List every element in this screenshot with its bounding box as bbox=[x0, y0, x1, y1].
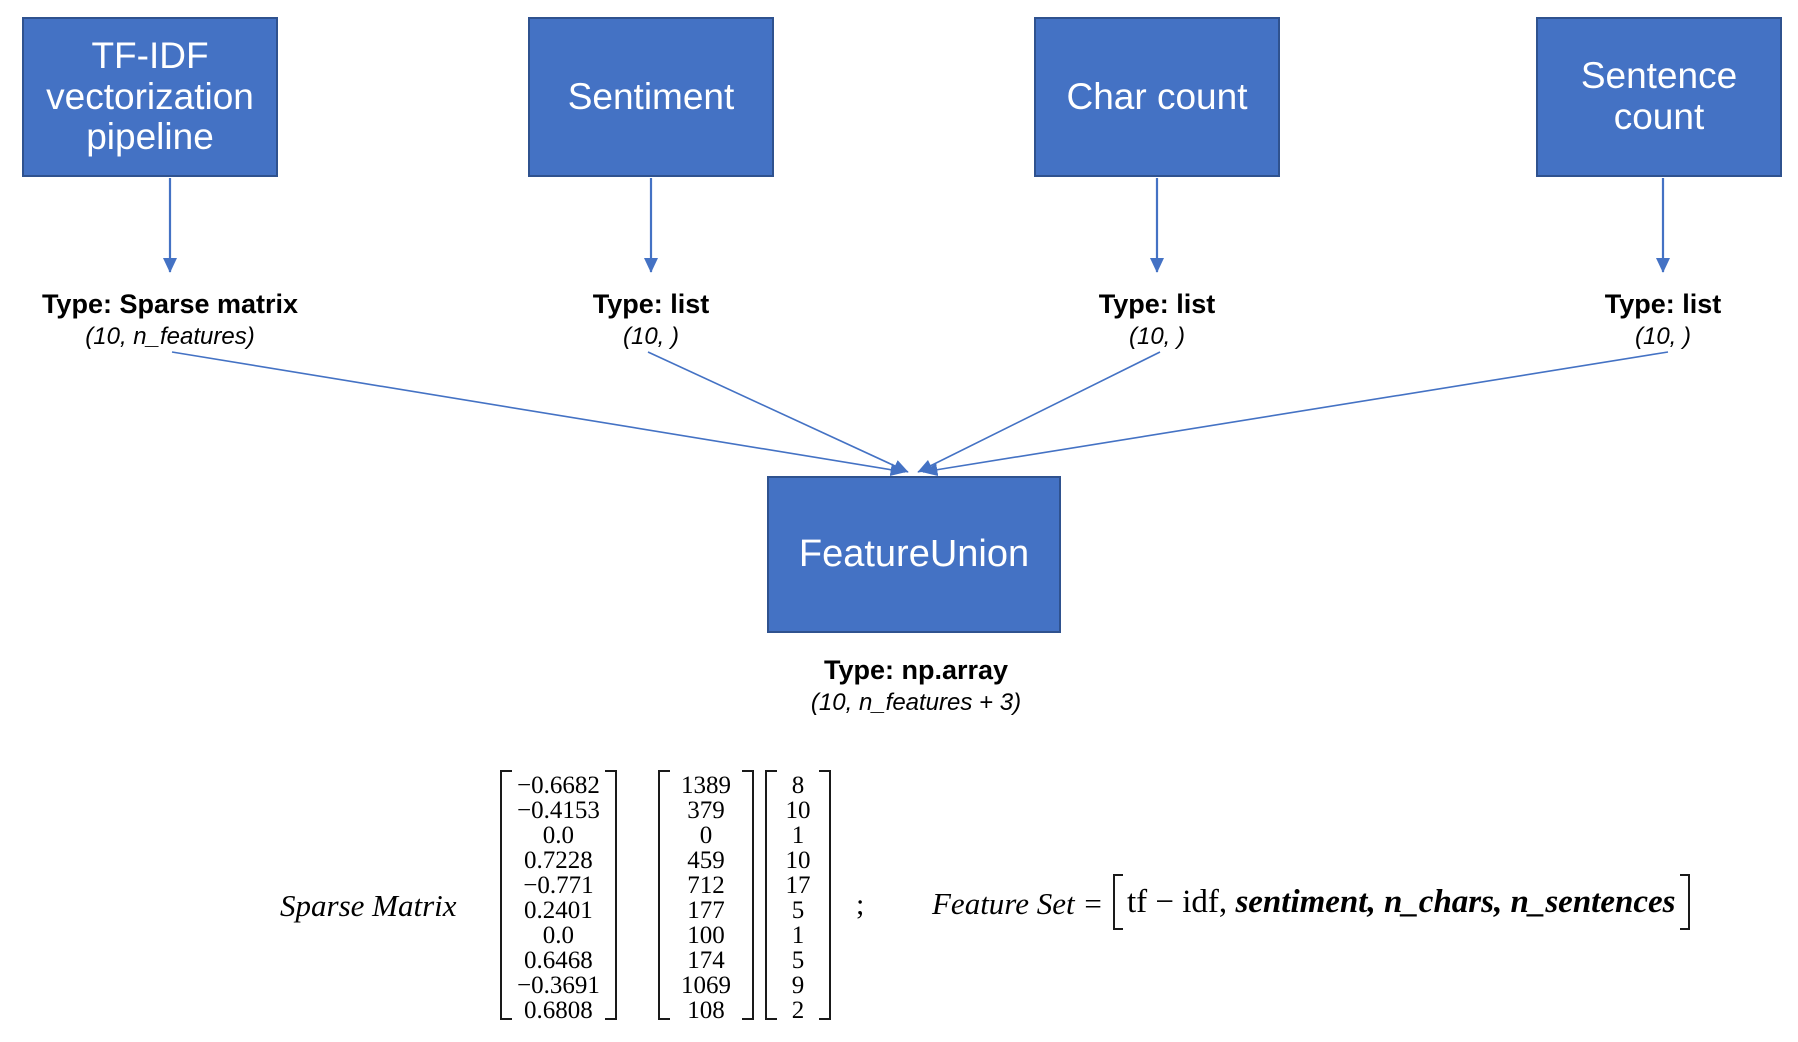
matrix-cell: 0.0 bbox=[542, 922, 575, 949]
matrix-cell: 2 bbox=[791, 997, 805, 1024]
matrix-cell: 174 bbox=[687, 947, 725, 974]
matrix-cell: 1 bbox=[791, 922, 805, 949]
matrix-n-chars-column: 1389 379 0 459 712 177 100 174 1069 108 bbox=[670, 770, 742, 1024]
matrix-cell: 712 bbox=[687, 872, 725, 899]
type-annotation-char-count-shape: (10, ) bbox=[1128, 322, 1185, 350]
matrix-cell: 10 bbox=[785, 847, 811, 874]
matrix-cell: −0.4153 bbox=[517, 797, 600, 824]
matrix-cell: 1389 bbox=[681, 772, 731, 799]
matrix-cell: 379 bbox=[687, 797, 725, 824]
matrix-cell: 8 bbox=[791, 772, 805, 799]
process-box-feature-union-label: FeatureUnion bbox=[798, 532, 1030, 575]
bracket-left-icon bbox=[765, 770, 777, 1020]
type-annotation-sentence-count-shape: (10, ) bbox=[1634, 322, 1691, 350]
type-annotation-feature-union-type: Type: np.array bbox=[823, 655, 1009, 685]
process-box-feature-union[interactable]: FeatureUnion bbox=[767, 476, 1061, 633]
process-box-char-count-label: Char count bbox=[1066, 75, 1248, 117]
feature-terms-rest: sentiment, n_chars, n_sentences bbox=[1227, 883, 1676, 920]
arrow-sentencecount-to-union bbox=[922, 351, 1669, 477]
type-annotation-sentiment-shape: (10, ) bbox=[622, 322, 679, 350]
arrow-charcount-to-union bbox=[917, 351, 1161, 473]
matrix-cell: 459 bbox=[687, 847, 725, 874]
process-box-sentiment[interactable]: Sentiment bbox=[528, 17, 774, 177]
type-annotation-tfidf-type: Type: Sparse matrix bbox=[41, 289, 299, 319]
type-annotation-sentiment-type: Type: list bbox=[592, 289, 710, 319]
arrow-sentiment-to-union bbox=[647, 351, 909, 473]
process-box-sentence-count-label: Sentence count bbox=[1580, 55, 1738, 137]
matrix-n-sentences-column: 8 10 1 10 17 5 1 5 9 2 bbox=[777, 770, 819, 1024]
matrix-cell: 9 bbox=[791, 972, 805, 999]
matrix-n-sentences: 8 10 1 10 17 5 1 5 9 2 bbox=[765, 770, 831, 1024]
matrix-cell: −0.3691 bbox=[517, 972, 600, 999]
process-box-tfidf-label: TF-IDF vectorization pipeline bbox=[46, 34, 254, 158]
matrix-tfidf: −0.6682 −0.4153 0.0 0.7228 −0.771 0.2401… bbox=[500, 770, 617, 1024]
type-annotation-feature-union-shape: (10, n_features + 3) bbox=[810, 688, 1022, 716]
matrix-cell: 0.6808 bbox=[524, 997, 593, 1024]
process-box-tfidf[interactable]: TF-IDF vectorization pipeline bbox=[22, 17, 278, 177]
feature-set-terms: tf − idf, sentiment, n_chars, n_sentence… bbox=[1123, 884, 1680, 921]
matrix-cell: 10 bbox=[785, 797, 811, 824]
matrix-cell: −0.771 bbox=[523, 872, 594, 899]
matrix-cell: 108 bbox=[687, 997, 725, 1024]
matrix-cell: 17 bbox=[785, 872, 811, 899]
matrix-cell: 0.2401 bbox=[524, 897, 593, 924]
process-box-sentence-count[interactable]: Sentence count bbox=[1536, 17, 1782, 177]
bracket-left-icon bbox=[1113, 874, 1123, 930]
matrix-cell: −0.6682 bbox=[517, 772, 600, 799]
sparse-matrix-label: Sparse Matrix bbox=[280, 888, 457, 923]
bracket-right-icon bbox=[819, 770, 831, 1020]
matrix-cell: 5 bbox=[791, 897, 805, 924]
bracket-left-icon bbox=[658, 770, 670, 1020]
matrix-cell: 0.7228 bbox=[524, 847, 593, 874]
matrix-cell: 5 bbox=[791, 947, 805, 974]
bracket-right-icon bbox=[1679, 874, 1690, 930]
matrix-n-chars: 1389 379 0 459 712 177 100 174 1069 108 bbox=[658, 770, 754, 1024]
process-box-sentiment-label: Sentiment bbox=[567, 75, 735, 117]
output-equation: Sparse Matrix −0.6682 −0.4153 0.0 0.7228… bbox=[0, 748, 1798, 1042]
matrix-cell: 0.6468 bbox=[524, 947, 593, 974]
type-annotation-sentiment: Type: list (10, ) bbox=[593, 289, 710, 352]
matrix-tfidf-column: −0.6682 −0.4153 0.0 0.7228 −0.771 0.2401… bbox=[512, 770, 605, 1024]
feature-term-tfidf: tf − idf, bbox=[1127, 883, 1228, 920]
bracket-right-icon bbox=[742, 770, 754, 1020]
matrix-cell: 100 bbox=[687, 922, 725, 949]
type-annotation-char-count: Type: list (10, ) bbox=[1099, 289, 1216, 352]
matrix-cell: 0.0 bbox=[542, 822, 575, 849]
bracket-left-icon bbox=[500, 770, 512, 1020]
matrix-cell: 177 bbox=[687, 897, 725, 924]
feature-set-label: Feature Set = bbox=[932, 886, 1104, 921]
type-annotation-feature-union: Type: np.array (10, n_features + 3) bbox=[811, 655, 1021, 718]
equation-separator: ; bbox=[856, 888, 865, 921]
bracket-right-icon bbox=[604, 770, 617, 1020]
type-annotation-sentence-count: Type: list (10, ) bbox=[1605, 289, 1722, 352]
type-annotation-char-count-type: Type: list bbox=[1098, 289, 1216, 319]
arrow-tfidf-to-union bbox=[171, 351, 906, 476]
type-annotation-sentence-count-type: Type: list bbox=[1604, 289, 1722, 319]
matrix-cell: 1 bbox=[791, 822, 805, 849]
type-annotation-tfidf: Type: Sparse matrix (10, n_features) bbox=[42, 289, 298, 352]
type-annotation-tfidf-shape: (10, n_features) bbox=[85, 322, 255, 350]
process-box-char-count[interactable]: Char count bbox=[1034, 17, 1280, 177]
matrix-cell: 1069 bbox=[681, 972, 731, 999]
matrix-cell: 0 bbox=[699, 822, 713, 849]
feature-set-expression: tf − idf, sentiment, n_chars, n_sentence… bbox=[1113, 874, 1690, 930]
